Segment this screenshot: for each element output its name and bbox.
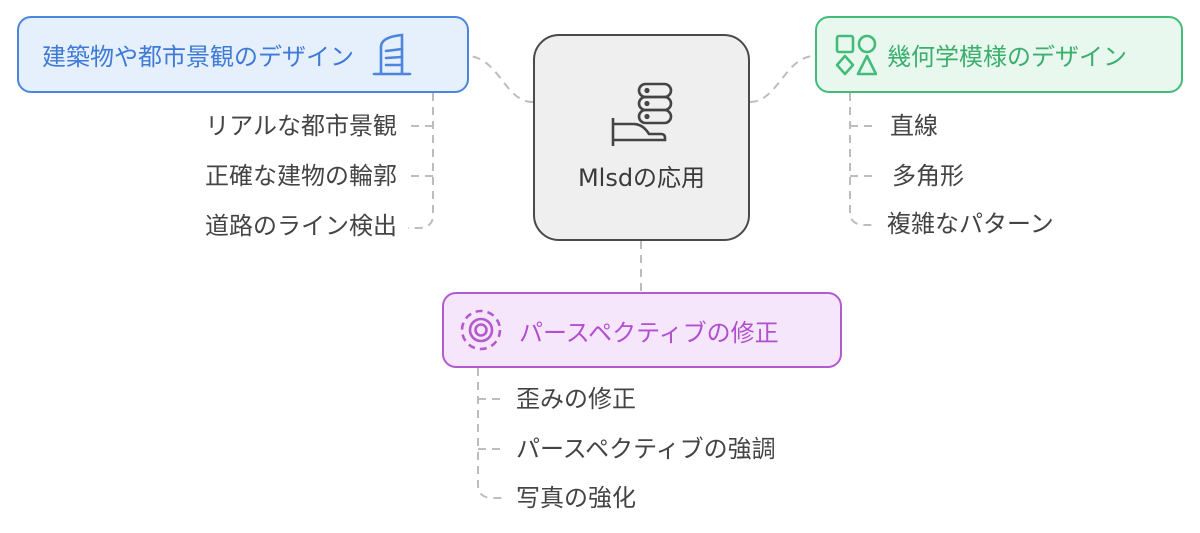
branch-geometry-title: 幾何学模様のデザイン	[887, 43, 1127, 71]
leaf-perspective-3[interactable]: 写真の強化	[516, 484, 636, 512]
connector-center-architecture	[469, 55, 534, 103]
branch-geometry[interactable]: 幾何学模様のデザイン	[815, 16, 1183, 93]
center-label: Mlsdの応用	[577, 164, 706, 192]
leaf-perspective-2[interactable]: パースペクティブの強調	[516, 435, 776, 463]
focus-target-icon	[459, 308, 503, 352]
branch-perspective[interactable]: パースペクティブの修正	[442, 292, 842, 368]
leaf-geometry-1[interactable]: 直線	[890, 112, 938, 140]
connector-center-geometry	[749, 55, 816, 103]
leaf-geometry-3[interactable]: 複雑なパターン	[887, 210, 1054, 238]
leaf-architecture-2[interactable]: 正確な建物の輪郭	[205, 162, 397, 190]
shapes-icon	[835, 34, 877, 76]
server-hand-icon	[609, 82, 675, 148]
building-icon	[372, 33, 412, 77]
branch-architecture[interactable]: 建築物や都市景観のデザイン	[17, 16, 469, 93]
leaf-architecture-1[interactable]: リアルな都市景観	[205, 112, 397, 140]
branch-architecture-title: 建築物や都市景観のデザイン	[42, 43, 354, 71]
connector-architecture-leaves	[408, 93, 434, 229]
leaf-geometry-2[interactable]: 多角形	[892, 162, 964, 190]
connector-geometry-leaves	[849, 93, 876, 226]
leaf-architecture-3[interactable]: 道路のライン検出	[205, 212, 397, 240]
leaf-perspective-1[interactable]: 歪みの修正	[516, 385, 636, 413]
connector-perspective-leaves	[477, 368, 504, 499]
center-node[interactable]: Mlsdの応用	[533, 34, 750, 241]
branch-perspective-title: パースペクティブの修正	[519, 318, 779, 347]
